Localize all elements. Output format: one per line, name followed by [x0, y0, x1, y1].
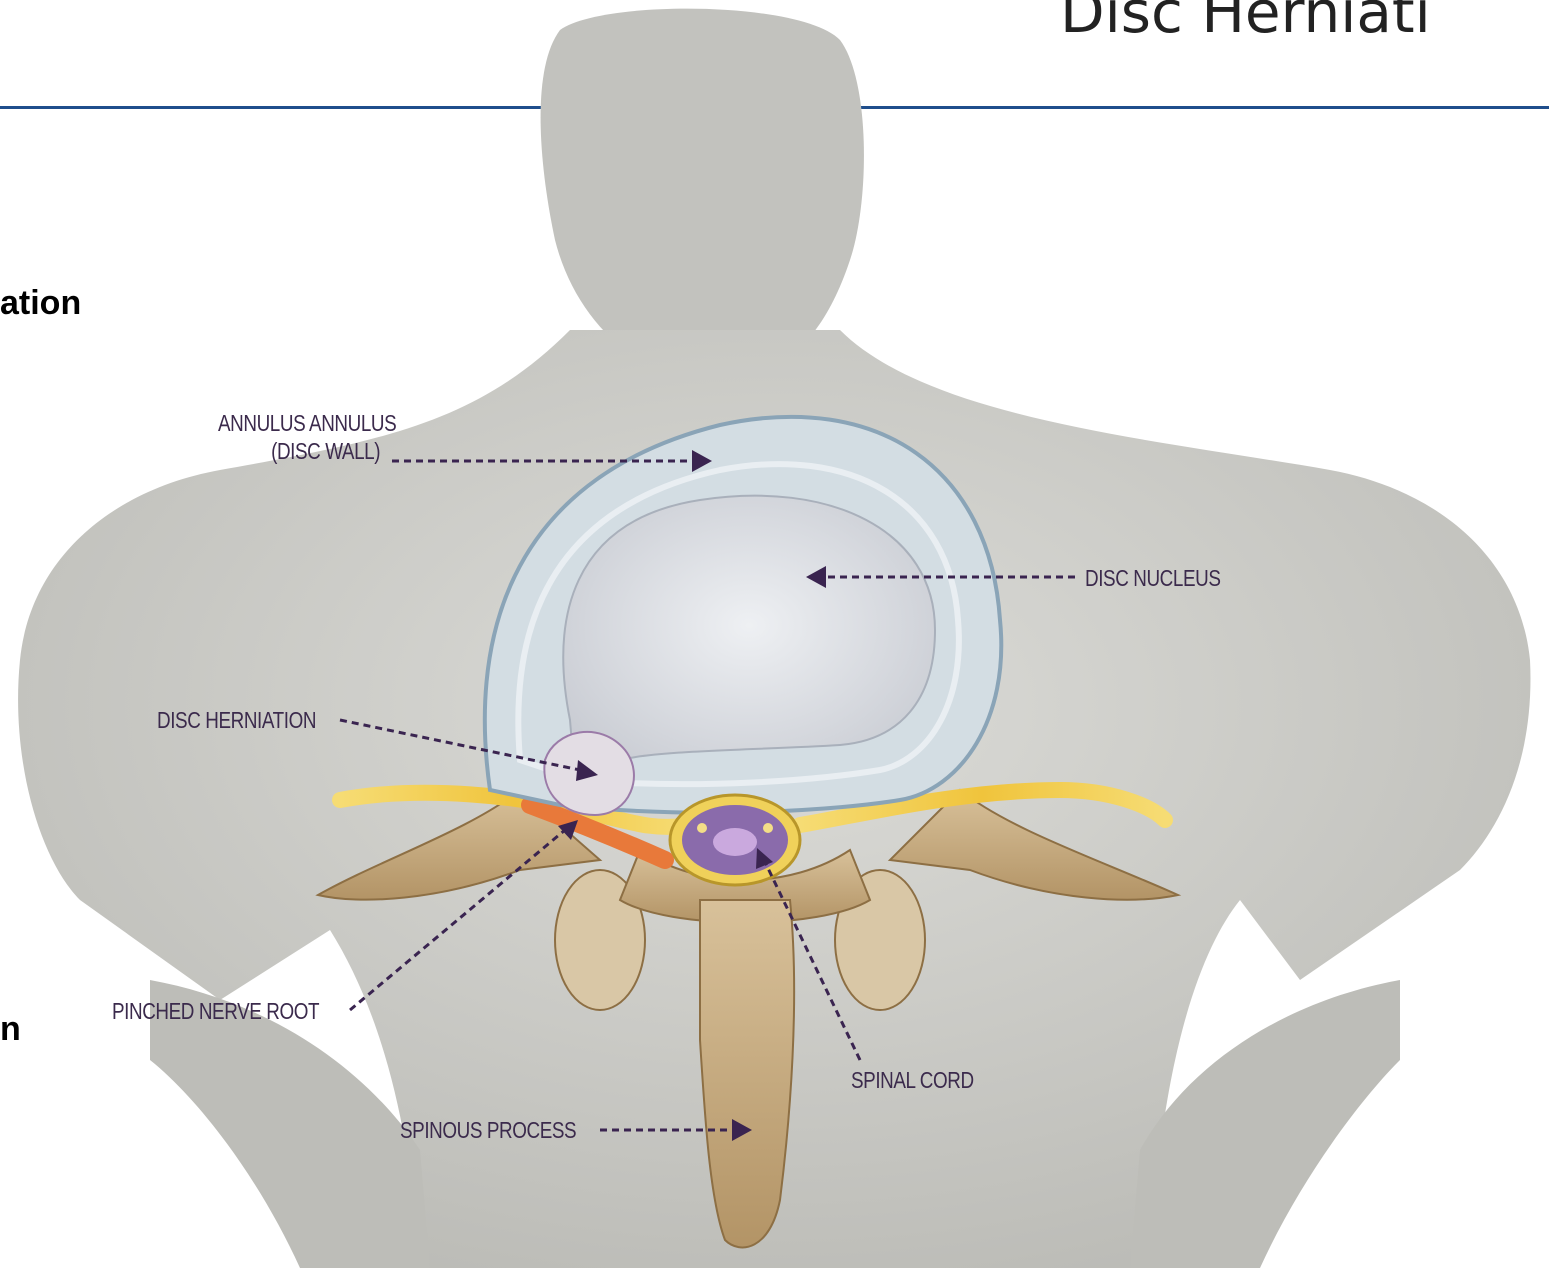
label-pinched-nerve-root: PINCHED NERVE ROOT	[112, 997, 319, 1025]
label-annulus: ANNULUS ANNULUS (DISC WALL)	[218, 409, 396, 465]
label-annulus-line1: ANNULUS ANNULUS	[218, 409, 396, 437]
label-spinous-process: SPINOUS PROCESS	[400, 1116, 576, 1144]
label-annulus-line2: (DISC WALL)	[218, 437, 396, 465]
label-spinal-cord: SPINAL CORD	[851, 1066, 974, 1094]
label-disc-herniation: DISC HERNIATION	[157, 706, 316, 734]
spinal-cord	[670, 795, 800, 885]
label-disc-nucleus: DISC NUCLEUS	[1085, 564, 1221, 592]
